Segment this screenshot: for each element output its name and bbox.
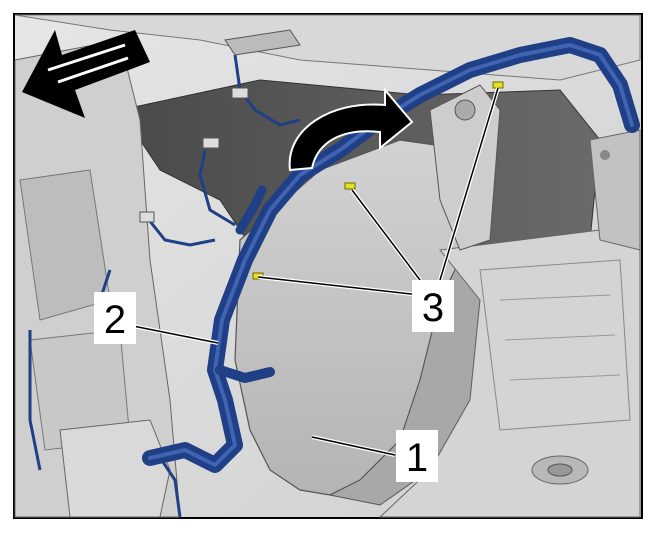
mount-bracket [429,84,501,251]
thin-wires [28,54,301,518]
clip [492,81,504,89]
leader-lines [127,87,499,456]
callout-label-1: 1 [406,436,428,480]
callout-2: 2 [94,292,136,344]
direction-arrow-icon [22,30,150,118]
callout-1: 1 [396,430,438,482]
clip [344,182,356,190]
body-structure [14,14,641,518]
rotation-arrow-icon [288,87,414,172]
connector [202,137,220,149]
callout-label-3: 3 [422,286,444,330]
wiring-harness [142,37,640,473]
callout-label-2: 2 [104,298,126,342]
connector [231,87,249,99]
connector [139,211,155,223]
callout-3: 3 [412,280,454,332]
